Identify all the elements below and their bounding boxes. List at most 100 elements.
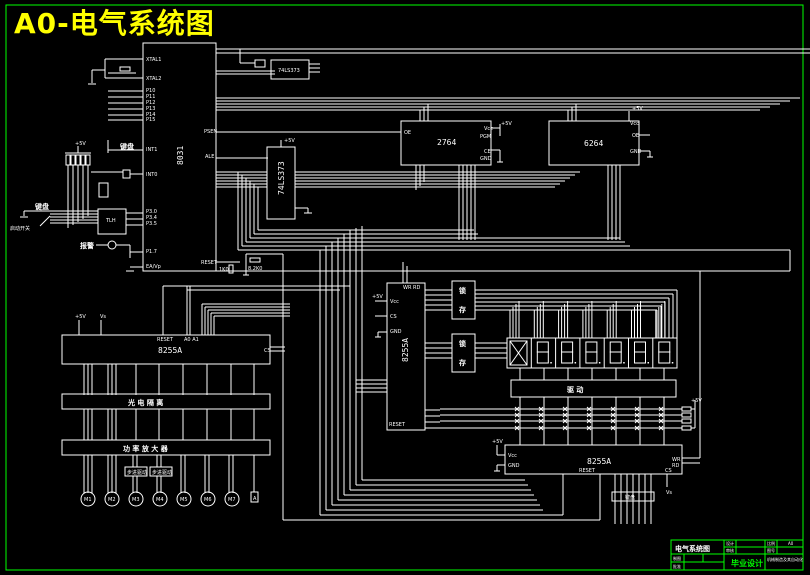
svg-text:A0 A1: A0 A1 [184,337,199,343]
svg-text:+5V: +5V [75,141,86,147]
svg-text:Vcc: Vcc [630,121,639,127]
transistor [634,425,640,431]
svg-text:步进驱动: 步进驱动 [152,469,172,476]
svg-text:74LS373: 74LS373 [278,68,300,74]
transistor [610,418,616,424]
data-bus-p0 [216,171,790,251]
svg-text:OE: OE [404,130,411,136]
svg-text:Vcc: Vcc [484,126,493,132]
svg-text:M6: M6 [204,497,212,503]
svg-text:毕业设计: 毕业设计 [731,558,763,568]
driver-block: 驱 动 [510,379,677,398]
svg-text:+5V: +5V [75,314,86,320]
transistor [634,418,640,424]
motor-m4: M4 [152,491,168,507]
svg-text:+5V: +5V [691,398,702,404]
svg-text:图号: 图号 [767,547,775,553]
transistor [658,406,664,412]
display-digit [603,338,625,368]
display-digit [579,338,601,368]
svg-text:8255A: 8255A [587,457,611,466]
motor-m1: M1 [80,491,96,507]
svg-text:锁: 锁 [458,339,466,348]
power-amplifier-block: 功 率 放 大 器 [61,439,271,456]
svg-text:GND: GND [390,329,402,335]
svg-text:M1: M1 [84,497,92,503]
transistor [658,412,664,418]
svg-text:GND: GND [508,463,520,469]
svg-text:CE: CE [484,149,491,155]
svg-text:RESET: RESET [389,422,406,428]
transistor [562,425,568,431]
transistor [562,406,568,412]
svg-text:P15: P15 [146,117,155,123]
display-digit [509,340,528,366]
cpu-8031: 8031 XTAL1 XTAL2 P10 P11 P12 P13 P14 P15… [142,42,218,272]
svg-text:键盘: 键盘 [625,494,635,501]
display-digit [652,338,674,368]
svg-text:INT1: INT1 [146,147,157,153]
cpu-left-pins [108,58,143,121]
svg-text:8255A: 8255A [158,346,182,355]
seven-segment-display [506,337,678,369]
svg-text:1K0: 1K0 [219,267,229,273]
ram-6264: 6264 Vcc OE GND +5V [548,106,653,166]
display-digit [628,338,649,368]
motor-wires [83,455,255,493]
ppi-8255a-mid: 8255A WR RD Vcc CS GND RESET +5V [372,262,440,431]
svg-text:存: 存 [459,305,466,314]
svg-text:制图: 制图 [673,555,681,561]
svg-text:+5V: +5V [284,138,295,144]
latch-74ls373-top: 74LS373 [239,49,320,80]
svg-text:驱 动: 驱 动 [567,385,583,394]
display-digit [555,338,577,368]
stepper-drivers: 步进驱动 步进驱动 [124,466,173,477]
svg-text:CS: CS [390,314,397,320]
transistor [562,418,568,424]
svg-text:比例: 比例 [767,540,775,546]
buffer-1: 锁 存 [425,280,476,320]
latch-74ls373-mid: 74LS373 +5V [266,138,312,220]
transistor [514,406,520,412]
svg-text:OE: OE [632,133,639,139]
svg-text:Vcc: Vcc [390,299,399,305]
svg-text:GND: GND [630,149,642,155]
reset-circuit: 1K0 8.2K0 [216,253,284,285]
svg-text:XTAL2: XTAL2 [146,76,161,82]
svg-text:+5V: +5V [372,294,383,300]
transistor [514,425,520,431]
crystal-oscillator [88,58,136,85]
transistor-matrix [440,406,682,431]
svg-text:M3: M3 [132,497,140,503]
svg-text:CS: CS [665,468,672,474]
transistor [634,412,640,418]
transistor [514,418,520,424]
pullup-resistors: +5V [681,398,702,431]
svg-text:+5V: +5V [632,106,643,112]
svg-text:RESET: RESET [157,337,174,343]
svg-text:A: A [253,496,257,502]
svg-text:P3.5: P3.5 [146,221,157,227]
svg-text:+5V: +5V [492,439,503,445]
drawing-border [5,4,804,571]
svg-text:锁: 锁 [458,286,466,295]
svg-text:启动开关: 启动开关 [10,225,30,232]
transistor [586,425,592,431]
svg-text:报警: 报警 [80,241,94,250]
svg-text:P10: P10 [146,88,155,94]
svg-text:WR RD: WR RD [403,285,420,291]
memory-bus-links [380,104,621,240]
transistor [538,406,544,412]
isolation-to-amp [83,409,255,440]
svg-text:+5V: +5V [501,121,512,127]
svg-text:P1.7: P1.7 [146,249,157,255]
ppi-8255a-left: 8255A RESET A0 A1 CS +5V Vs [61,262,350,520]
svg-text:XTAL1: XTAL1 [146,57,161,63]
svg-text:WR: WR [672,457,681,463]
svg-text:电气系统图: 电气系统图 [675,544,710,553]
transistor [586,406,592,412]
address-bus [216,48,810,272]
svg-text:ALE: ALE [205,154,214,160]
